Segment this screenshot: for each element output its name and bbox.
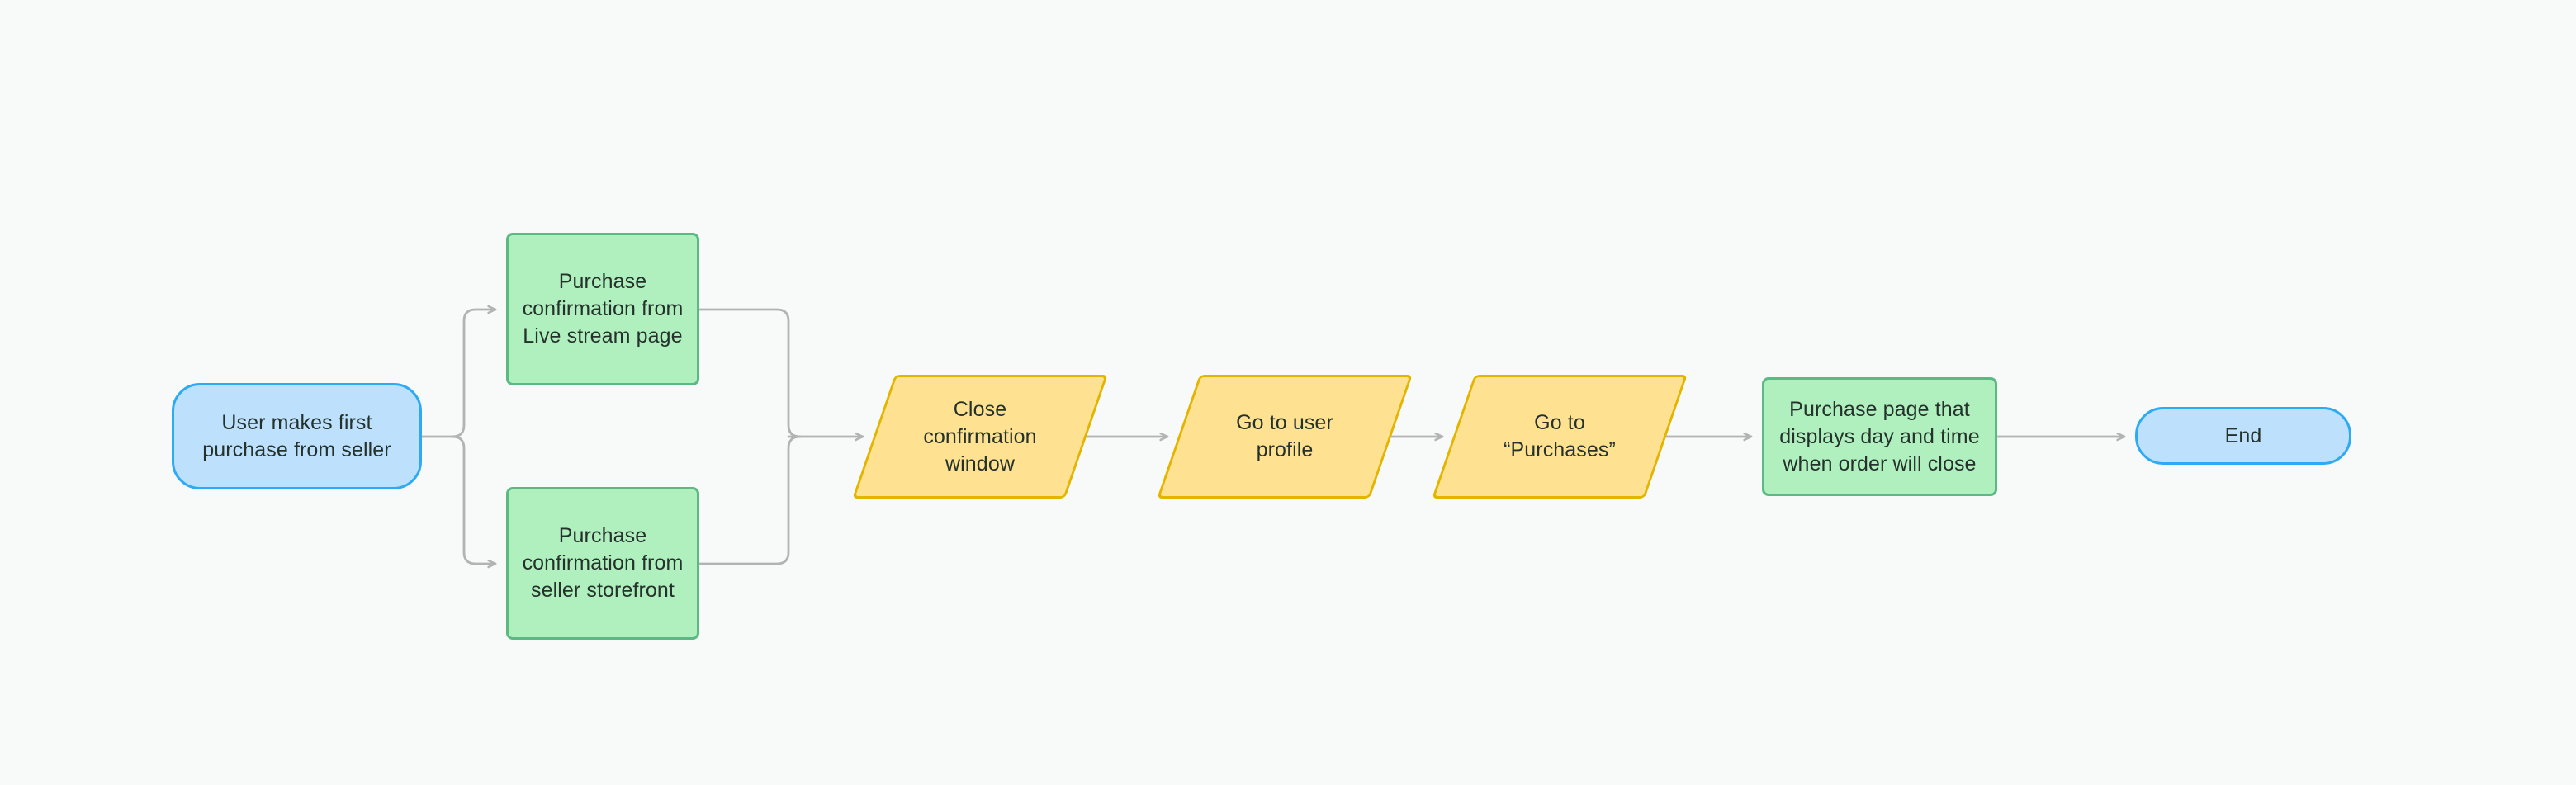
edge-start-to-storefront	[451, 435, 497, 564]
node-purchase-page[interactable]: Purchase page that displays day and time…	[1762, 377, 1997, 496]
node-confirm-seller-storefront[interactable]: Purchase confirmation from seller storef…	[506, 487, 699, 640]
node-confirm-live-stream[interactable]: Purchase confirmation from Live stream p…	[506, 233, 699, 385]
edge-start-to-live	[451, 310, 497, 438]
node-end-label: End	[2224, 423, 2262, 447]
edge-storefront-to-merge	[698, 435, 802, 565]
edge-live-to-merge	[698, 308, 802, 438]
node-go-to-user-profile[interactable]: Go to user profile	[1157, 375, 1413, 499]
node-go-to-purchases[interactable]: Go to “Purchases”	[1432, 375, 1688, 499]
node-confirm-live-stream-label: Purchase confirmation from Live stream p…	[522, 270, 684, 348]
node-start[interactable]: User makes first purchase from seller	[172, 383, 422, 489]
node-go-to-user-profile-label: Go to user profile	[1236, 411, 1333, 461]
node-confirm-seller-storefront-label: Purchase confirmation from seller storef…	[522, 524, 684, 602]
node-go-to-purchases-label: Go to “Purchases”	[1503, 411, 1616, 461]
node-close-confirmation-window[interactable]: Close confirmation window	[852, 375, 1108, 499]
node-close-confirmation-window-label: Close confirmation window	[923, 397, 1037, 475]
node-purchase-page-label: Purchase page that displays day and time…	[1779, 397, 1980, 475]
node-start-label: User makes first purchase from seller	[202, 410, 391, 461]
node-end[interactable]: End	[2135, 407, 2351, 465]
